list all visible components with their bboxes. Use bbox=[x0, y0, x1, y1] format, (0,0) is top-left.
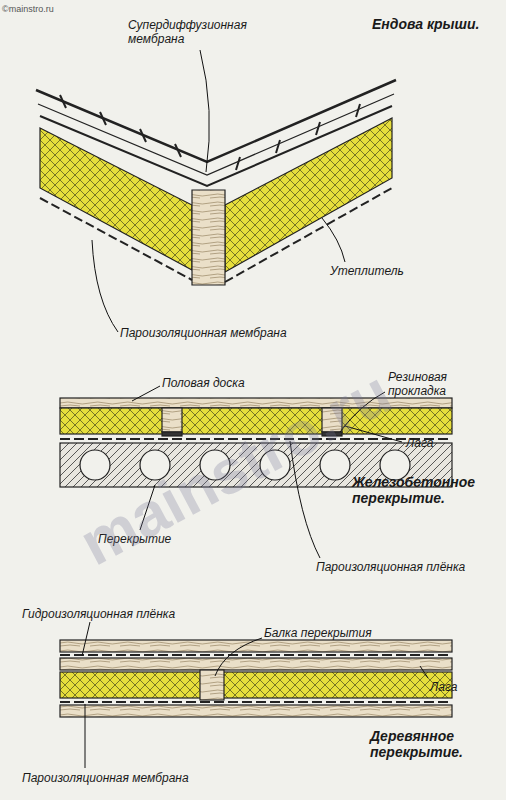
part-label: Супердиффузионная мембрана bbox=[128, 18, 268, 46]
part-label: Пароизоляционная плёнка bbox=[316, 560, 465, 574]
part-label: Пароизоляционная мембрана bbox=[22, 771, 189, 785]
roof-valley bbox=[36, 80, 396, 285]
part-label: Пароизоляционная мембрана bbox=[120, 326, 290, 340]
part-label: Лага bbox=[406, 436, 433, 450]
part-label: Гидроизоляционная плёнка bbox=[22, 607, 175, 621]
part-label: Лага bbox=[430, 680, 457, 694]
wooden-floor bbox=[60, 640, 452, 717]
section-title: Деревянное перекрытие. bbox=[370, 728, 500, 760]
part-label: Резиновая прокладка bbox=[388, 370, 498, 398]
section-title: Ендова крыши. bbox=[372, 16, 479, 32]
section-title: Железобетонное перекрытие. bbox=[352, 474, 502, 506]
part-label: Половая доска bbox=[162, 376, 245, 390]
part-label: Балка перекрытия bbox=[264, 626, 372, 640]
part-label: Утеплитель bbox=[330, 264, 404, 278]
watermark: ©mainstro.ru bbox=[2, 2, 54, 16]
